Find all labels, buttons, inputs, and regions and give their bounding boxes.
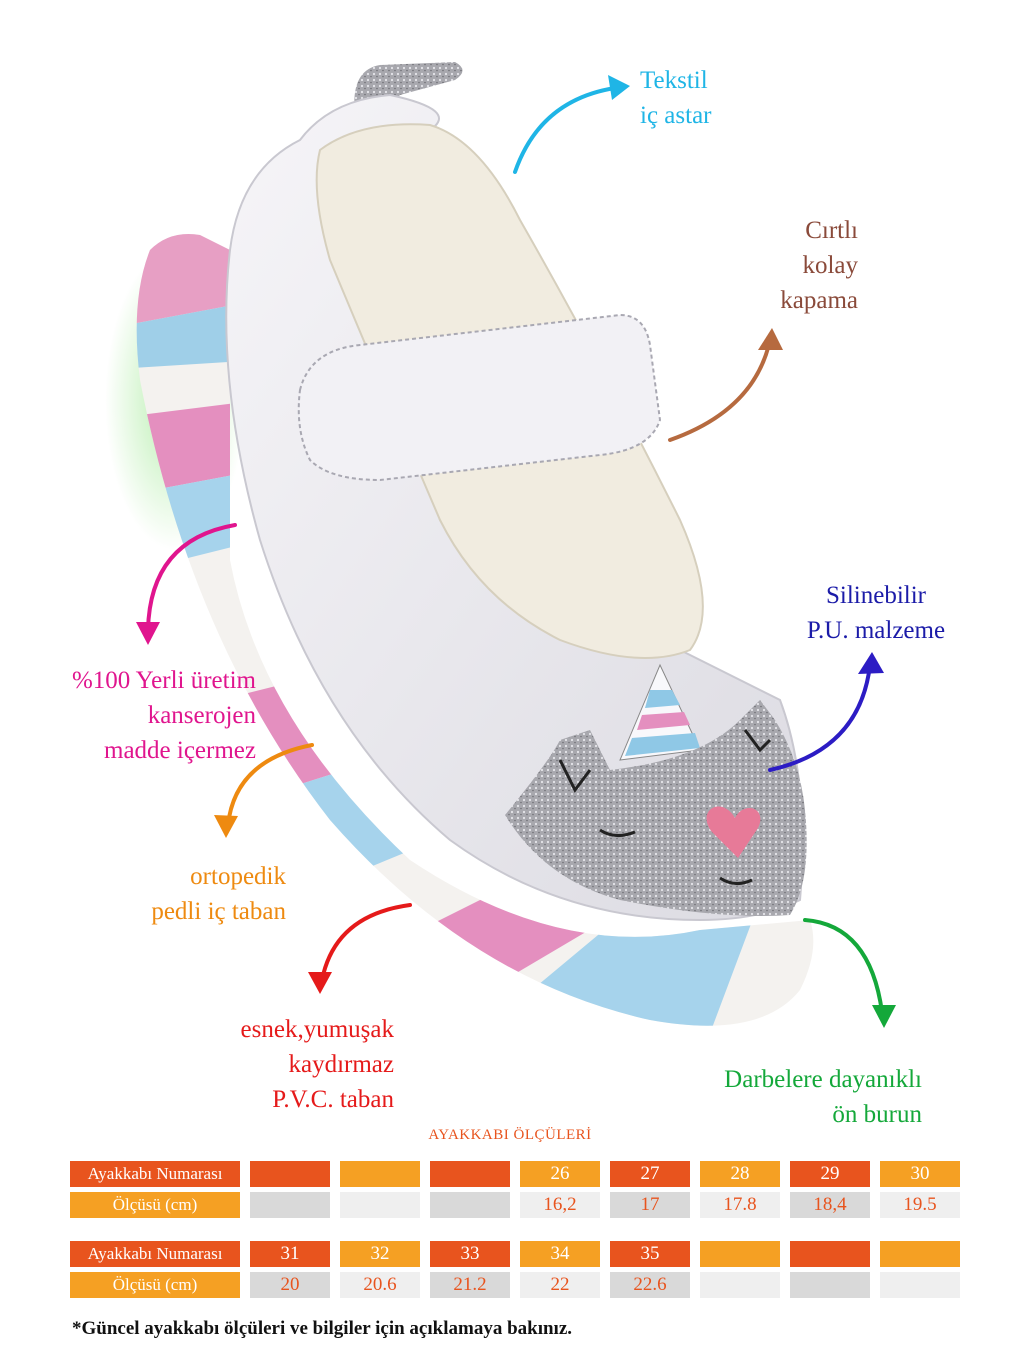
arrowhead-insole-icon <box>214 815 238 838</box>
measure-cell: 22.6 <box>610 1272 690 1298</box>
arrowhead-production-icon <box>136 622 160 645</box>
arrow-sole-icon <box>320 903 412 982</box>
cat-face-toe <box>505 700 807 916</box>
measure-cell: 17 <box>610 1192 690 1218</box>
feature-material: Silinebilir P.U. malzeme <box>786 578 966 648</box>
footnote: *Güncel ayakkabı ölçüleri ve bilgiler iç… <box>72 1318 573 1339</box>
size-cell <box>880 1241 960 1267</box>
size-row-measures-1: Ölçüsü (cm) 16,2 17 17.8 18,4 19.5 <box>70 1192 960 1218</box>
unicorn-horn <box>619 663 701 761</box>
measure-cell: 18,4 <box>790 1192 870 1218</box>
size-cell: 32 <box>340 1241 420 1267</box>
measure-label: Ölçüsü (cm) <box>70 1192 240 1218</box>
feature-line: P.U. malzeme <box>806 617 946 644</box>
arrowhead-sole-icon <box>308 972 332 994</box>
feature-line: iç astar <box>640 102 712 129</box>
velcro-strap <box>297 313 662 482</box>
arrow-production-icon <box>146 523 237 632</box>
size-row-measures-2: Ölçüsü (cm) 20 20.6 21.2 22 22.6 <box>70 1272 960 1298</box>
measure-cell <box>700 1272 780 1298</box>
measure-cell: 20.6 <box>340 1272 420 1298</box>
arrowhead-toe-icon <box>872 1005 896 1028</box>
size-cell: 29 <box>790 1161 870 1187</box>
arrow-insole-icon <box>226 743 314 827</box>
feature-line: %100 Yerli üretim <box>71 667 256 694</box>
feature-line: esnek,yumuşak <box>240 1016 394 1043</box>
measure-cell: 17.8 <box>700 1192 780 1218</box>
feature-line: P.V.C. taban <box>272 1086 394 1113</box>
size-cell: 31 <box>250 1241 330 1267</box>
arrowhead-closure-icon <box>758 328 783 350</box>
number-label: Ayakkabı Numarası <box>70 1241 240 1267</box>
cat-eye-icon <box>719 876 753 885</box>
measure-cell: 20 <box>250 1272 330 1298</box>
arrow-material-icon <box>768 663 872 772</box>
feature-line: kanserojen <box>147 702 256 729</box>
feature-closure: Cırtlı kolay kapama <box>700 213 858 318</box>
size-cell: 26 <box>520 1161 600 1187</box>
size-cell <box>430 1161 510 1187</box>
measure-cell <box>430 1192 510 1218</box>
feature-toe: Darbelere dayanıklı ön burun <box>660 1062 922 1132</box>
arrow-toe-icon <box>803 918 884 1014</box>
feature-line: kaydırmaz <box>288 1051 394 1078</box>
measure-cell: 22 <box>520 1272 600 1298</box>
size-cell <box>700 1241 780 1267</box>
feature-lining: Tekstil iç astar <box>640 63 711 133</box>
feature-line: ön burun <box>832 1101 922 1128</box>
size-cell: 34 <box>520 1241 600 1267</box>
measure-cell: 16,2 <box>520 1192 600 1218</box>
feature-line: Cırtlı <box>805 217 858 244</box>
cat-eye-icon <box>599 828 636 837</box>
size-cell <box>790 1241 870 1267</box>
feature-line: ortopedik <box>190 863 286 890</box>
size-cell <box>340 1161 420 1187</box>
feature-line: Tekstil <box>640 67 708 94</box>
feature-sole: esnek,yumuşak kaydırmaz P.V.C. taban <box>180 1012 394 1117</box>
measure-cell <box>880 1272 960 1298</box>
size-row-numbers-1: Ayakkabı Numarası 26 27 28 29 30 <box>70 1161 960 1187</box>
size-cell: 27 <box>610 1161 690 1187</box>
measure-cell <box>250 1192 330 1218</box>
feature-production: %100 Yerli üretim kanserojen madde içerm… <box>20 663 256 768</box>
shoe-illustration <box>105 62 896 1028</box>
size-cell: 28 <box>700 1161 780 1187</box>
size-table-title: AYAKKABI ÖLÇÜLERİ <box>428 1127 592 1143</box>
feature-line: Silinebilir <box>826 582 926 609</box>
cat-ear-icon <box>558 759 592 793</box>
size-cell: 30 <box>880 1161 960 1187</box>
arrowhead-material-icon <box>858 652 884 674</box>
size-cell <box>250 1161 330 1187</box>
arrowhead-lining-icon <box>608 75 630 100</box>
size-row-numbers-2: Ayakkabı Numarası 31 32 33 34 35 <box>70 1241 960 1267</box>
number-label: Ayakkabı Numarası <box>70 1161 240 1187</box>
arrow-closure-icon <box>668 338 772 442</box>
feature-insole: ortopedik pedli iç taban <box>60 859 286 929</box>
feature-line: kapama <box>780 287 858 314</box>
arrow-lining-icon <box>513 86 617 174</box>
measure-cell <box>790 1272 870 1298</box>
measure-label: Ölçüsü (cm) <box>70 1272 240 1298</box>
measure-cell <box>340 1192 420 1218</box>
size-cell: 33 <box>430 1241 510 1267</box>
heart-icon <box>706 806 761 858</box>
feature-line: madde içermez <box>104 737 256 764</box>
size-cell: 35 <box>610 1241 690 1267</box>
measure-cell: 19.5 <box>880 1192 960 1218</box>
feature-line: kolay <box>802 252 858 279</box>
cat-ear-icon <box>743 729 772 753</box>
feature-line: pedli iç taban <box>151 898 286 925</box>
feature-line: Darbelere dayanıklı <box>724 1066 922 1093</box>
measure-cell: 21.2 <box>430 1272 510 1298</box>
